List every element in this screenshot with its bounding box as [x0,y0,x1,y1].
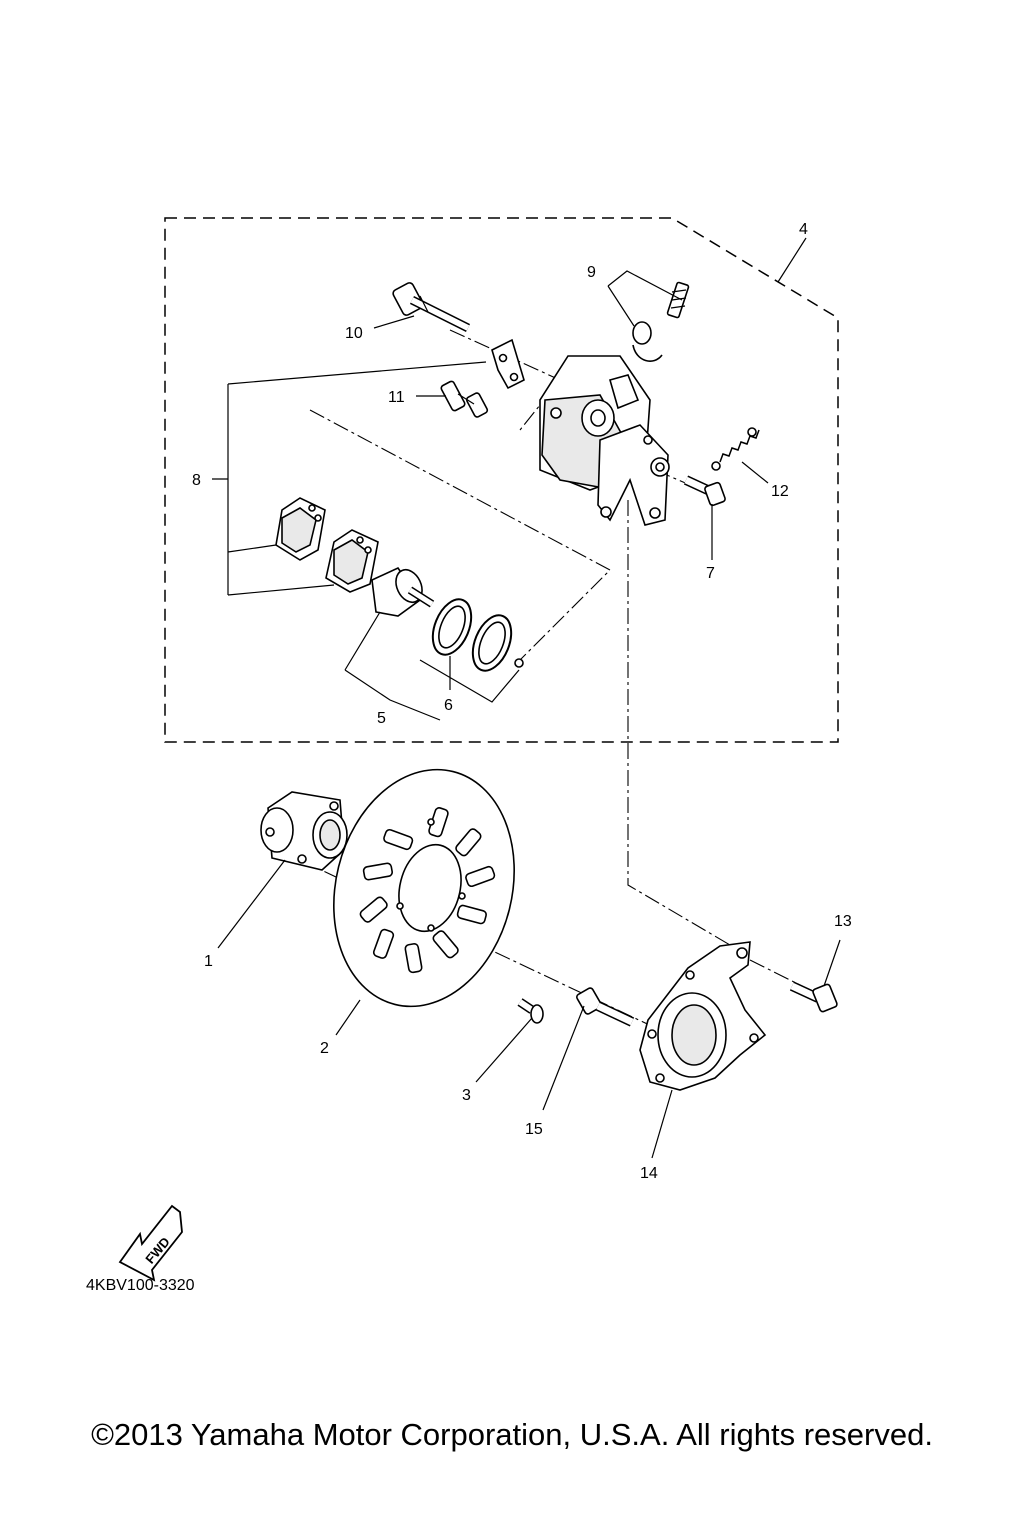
leader-2 [335,999,361,1036]
caliper-body [539,355,670,526]
center-line-caliper-to-bracket [627,500,731,946]
center-line-bolt-13 [749,959,801,986]
wheel-hub-1 [260,791,348,871]
boot-pin-11 [440,380,489,418]
piston-5 [371,566,435,617]
callout-8: 8 [192,472,201,489]
copyright-notice: ©2013 Yamaha Motor Corporation, U.S.A. A… [91,1417,933,1452]
center-line-pads [309,409,611,666]
pad-retainer-clip [491,338,525,390]
leader-3 [475,1017,533,1083]
leader-14 [651,1089,673,1159]
leader-10 [373,315,415,329]
leader-15 [542,1005,585,1111]
callout-7: 7 [706,565,715,582]
caliper-bracket-14 [639,941,767,1091]
callout-5: 5 [377,710,386,727]
brake-disc-2 [333,768,515,1008]
bracket-bolt-15 [576,987,635,1027]
return-spring-12 [711,427,760,471]
brake-pads-8 [275,497,379,593]
caliper-assembly-boundary [164,217,839,743]
callout-14: 14 [640,1165,658,1182]
leader-4 [777,237,807,283]
callout-2: 2 [320,1040,329,1057]
bleed-screw-9 [632,281,690,362]
leader-12 [741,461,769,484]
callout-10: 10 [345,325,363,342]
bracket-bolt-13 [789,981,838,1013]
callout-4: 4 [799,221,808,238]
leader-1 [217,859,286,949]
callout-12: 12 [771,483,789,500]
piston-seals-6 [431,598,524,672]
diagram-code: 4KBV100-3320 [86,1277,195,1294]
forward-arrow-icon: FWD [118,1204,183,1282]
pin-bolt-10 [392,282,471,333]
leader-8 [212,361,487,596]
callout-13: 13 [834,913,852,930]
lever-bolt-7 [683,475,726,507]
leader-9 [607,270,683,327]
callout-3: 3 [462,1087,471,1104]
disc-screw-3 [517,998,544,1024]
leader-5 [344,611,441,721]
callout-9: 9 [587,264,596,281]
callout-15: 15 [525,1121,543,1138]
leader-6 [419,656,520,703]
callout-6: 6 [444,697,453,714]
leader-13 [823,939,841,987]
disc-slots [359,807,496,974]
callout-1: 1 [204,953,213,970]
callout-11: 11 [388,389,405,406]
